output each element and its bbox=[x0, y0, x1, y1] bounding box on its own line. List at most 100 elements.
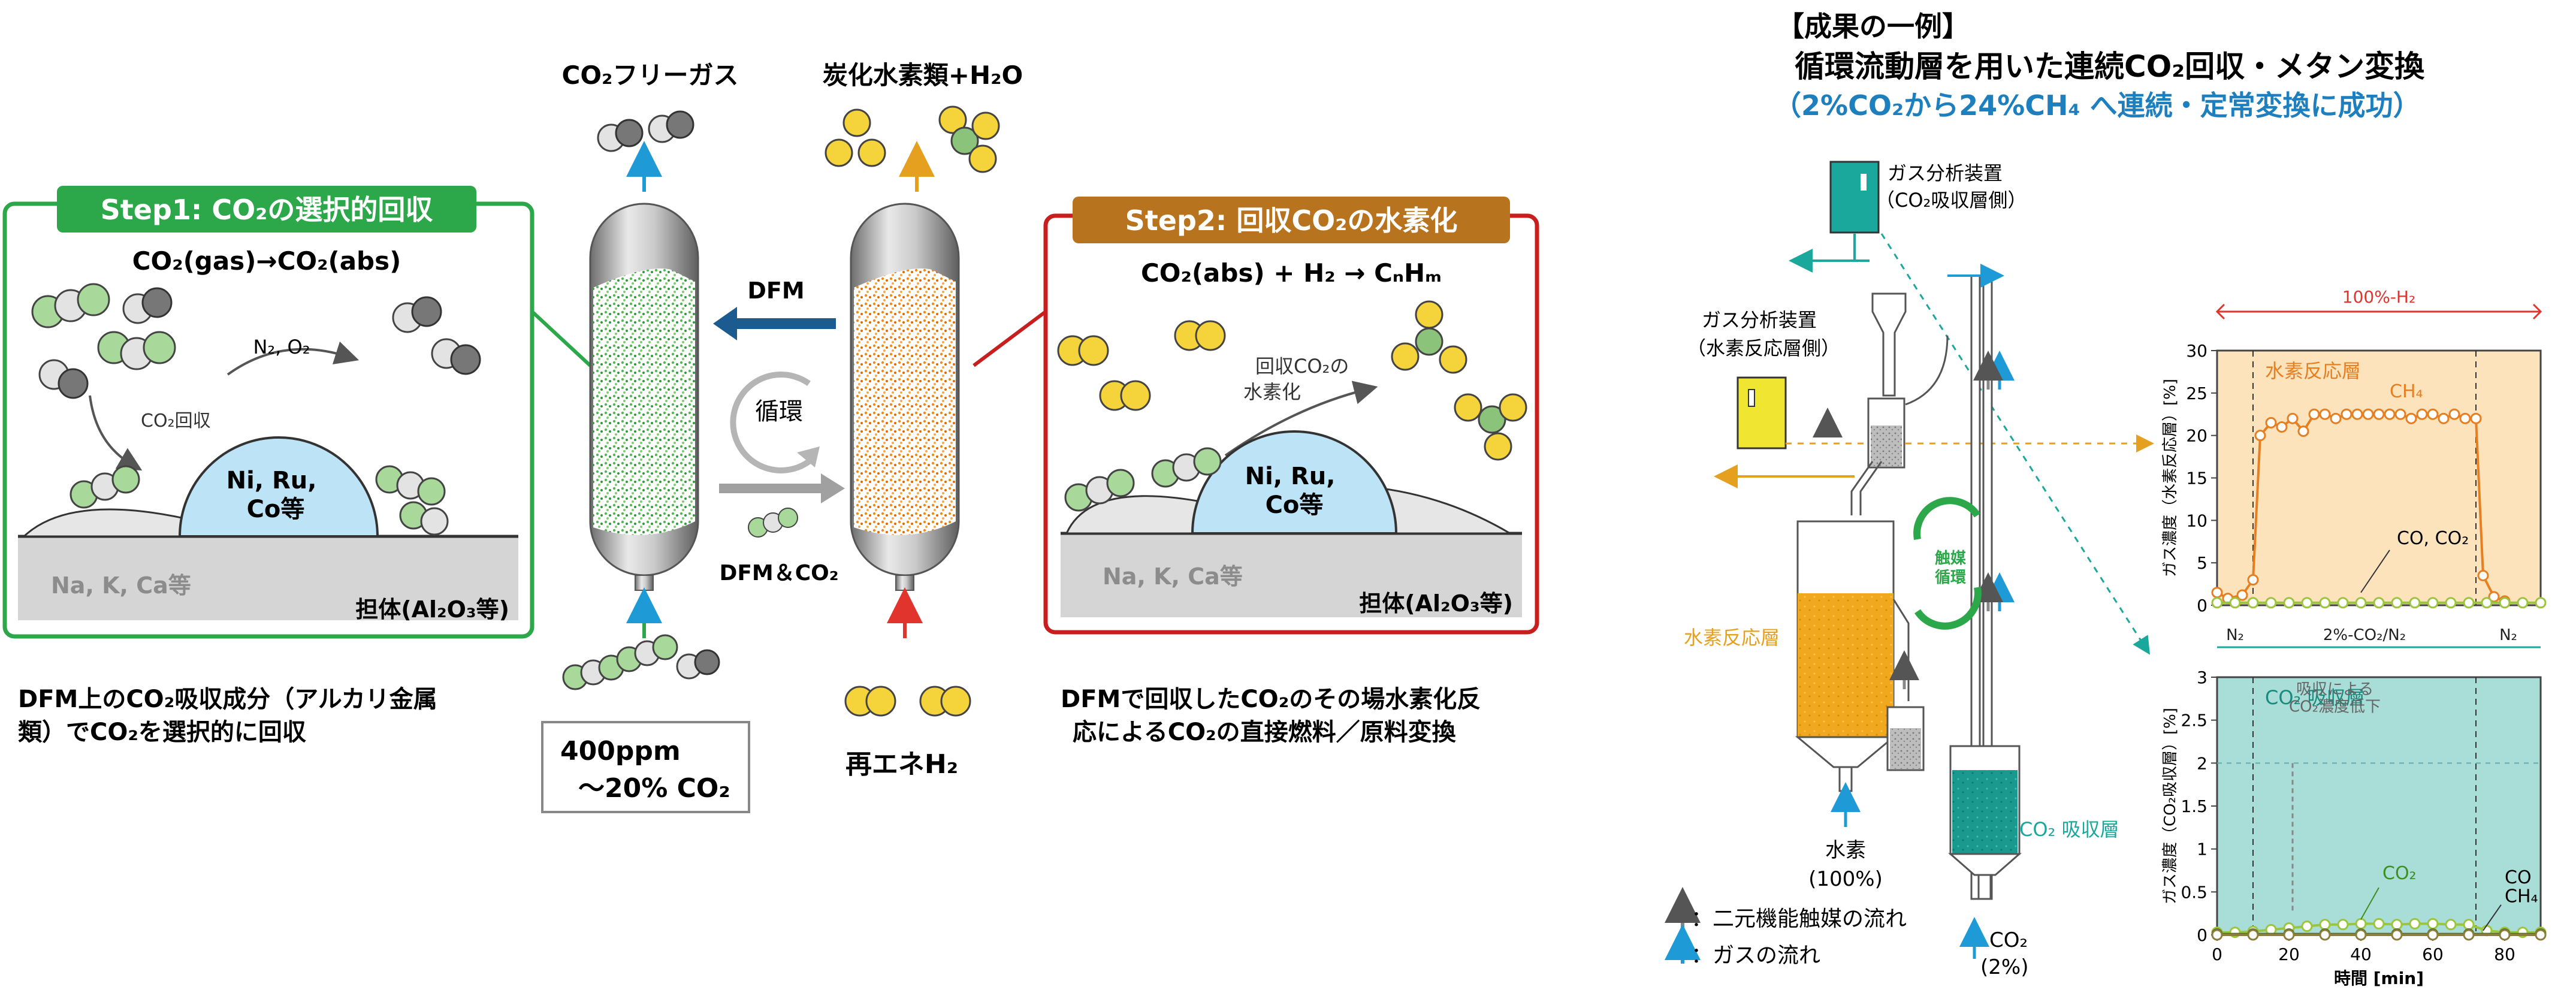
step2-catalyst-particle bbox=[1191, 430, 1398, 535]
absorption-note-line2: CO₂濃度低下 bbox=[2289, 698, 2381, 716]
data-point bbox=[2427, 597, 2439, 609]
data-point bbox=[2351, 408, 2363, 420]
step2-support-label: 担体(Al₂O₃等) bbox=[1359, 590, 1513, 617]
data-point bbox=[2427, 929, 2439, 941]
data-point bbox=[2254, 430, 2266, 442]
co2-bed bbox=[1952, 770, 2018, 854]
step1-equation: CO₂(gas)→CO₂(abs) bbox=[132, 246, 401, 276]
data-point bbox=[2463, 929, 2475, 941]
results-title: 循環流動層を用いた連続CO₂回収・メタン変換 bbox=[1795, 49, 2425, 84]
data-point bbox=[2384, 408, 2396, 420]
data-point bbox=[2463, 919, 2475, 931]
orange-catalyst-bed bbox=[854, 268, 956, 535]
data-point bbox=[2211, 929, 2223, 941]
step2-catalyst-label: Ni, Ru, Co等 bbox=[1245, 463, 1344, 519]
results-subtitle: （2%CO₂から24%CH₄ へ連続・定常変換に成功） bbox=[1774, 89, 2421, 122]
y-tick-label: 1 bbox=[2197, 840, 2207, 859]
h2-feed-molecules bbox=[844, 686, 971, 717]
step2-title-box bbox=[1073, 197, 1510, 243]
data-point bbox=[2427, 917, 2439, 929]
co2-molecule-cluster bbox=[31, 283, 176, 399]
data-point bbox=[2499, 929, 2511, 941]
data-point bbox=[2373, 917, 2385, 929]
data-point bbox=[2211, 597, 2223, 609]
dfm-co2-molecules bbox=[748, 508, 798, 538]
step2-title: Step2: 回収CO₂の水素化 bbox=[1125, 204, 1458, 237]
absorption-note-line1: 吸収による bbox=[2296, 681, 2373, 699]
data-point bbox=[2283, 929, 2295, 941]
results-heading: 【成果の一例】 bbox=[1777, 10, 1970, 43]
step1-catalyst-line2: Co等 bbox=[247, 496, 305, 523]
analyzer-h2-line2: （水素反応層側） bbox=[1687, 337, 1840, 360]
step2-catalyst-line1: Ni, Ru, bbox=[1245, 463, 1336, 490]
feed-line1: 400ppm bbox=[560, 736, 681, 766]
analyzer-h2-line1: ガス分析装置 bbox=[1702, 309, 1817, 331]
data-point bbox=[2445, 597, 2457, 609]
data-point bbox=[2373, 408, 2385, 420]
panel-label: CO₂ 吸収層 bbox=[2265, 686, 2365, 709]
x-tick-label: 40 bbox=[2350, 944, 2372, 964]
hydrogen-bed-label: 水素反応層 bbox=[1684, 626, 1780, 649]
n2-o2-label: N₂, O₂ bbox=[253, 336, 310, 358]
x-tick-label: 60 bbox=[2422, 944, 2444, 964]
series-label-leader bbox=[2360, 887, 2379, 920]
y-tick-label: 25 bbox=[2186, 384, 2207, 403]
step2-alkali-label: Na, K, Ca等 bbox=[1103, 563, 1243, 590]
data-point bbox=[2499, 597, 2511, 609]
y-tick-label: 15 bbox=[2186, 469, 2207, 488]
hydrogenation-arrow bbox=[1224, 381, 1378, 457]
series-label-co: CO bbox=[2505, 867, 2532, 888]
x-axis-label: 時間 [min] bbox=[2334, 968, 2424, 988]
step1-title-box bbox=[57, 186, 476, 233]
step2-adsorbed-co2 bbox=[1064, 447, 1222, 512]
gas-phase-label: N₂ bbox=[2499, 626, 2517, 644]
data-point bbox=[2308, 408, 2320, 420]
step2-catalyst-line2: Co等 bbox=[1266, 491, 1324, 519]
data-point bbox=[2355, 917, 2367, 929]
analyzer-h2-icon bbox=[1737, 376, 1787, 449]
catalyst-circ-line2: 循環 bbox=[1935, 569, 1967, 587]
co2-capture-label: CO₂回収 bbox=[141, 411, 211, 431]
data-point bbox=[2337, 919, 2349, 931]
step1-connector bbox=[530, 310, 592, 367]
data-point bbox=[2470, 412, 2482, 424]
data-point bbox=[2319, 919, 2331, 931]
analyzer-co2-line2: （CO₂吸収層側） bbox=[1876, 189, 2027, 212]
data-point bbox=[2319, 929, 2331, 941]
co2-capture-arrow bbox=[89, 395, 143, 471]
series-label-leader bbox=[2483, 904, 2502, 931]
data-point bbox=[2236, 589, 2248, 601]
step1-catalyst-label: Ni, Ru, Co等 bbox=[227, 467, 325, 523]
data-point bbox=[2373, 597, 2385, 609]
hydrocarbon-outlet-molecules bbox=[825, 105, 1000, 173]
step1-support-label: 担体(Al₂O₃等) bbox=[355, 596, 509, 623]
methane-molecules bbox=[1391, 300, 1527, 461]
n2-outlet-molecules bbox=[597, 110, 694, 152]
series-label-co-co2: CO, CO₂ bbox=[2397, 528, 2469, 549]
hydrogen-bed bbox=[1798, 593, 1894, 737]
data-point bbox=[2362, 408, 2374, 420]
plot-area bbox=[2216, 676, 2542, 936]
reactor-section: CO₂フリーガス 炭化水素類+H₂O DFM bbox=[541, 61, 1023, 813]
y-tick-label: 2.5 bbox=[2181, 711, 2207, 731]
step1-panel: Step1: CO₂の選択的回収 CO₂(gas)→CO₂(abs) N₂, O… bbox=[2, 186, 534, 746]
x-tick-label: 80 bbox=[2494, 944, 2515, 964]
step2-equation: CO₂(abs) + H₂ → CₙHₘ bbox=[1141, 258, 1442, 288]
series-label-ch4: CH₄ bbox=[2505, 886, 2538, 907]
data-point bbox=[2391, 919, 2403, 931]
x-tick-label: 0 bbox=[2212, 944, 2222, 964]
y-tick-label: 5 bbox=[2197, 553, 2207, 573]
y-tick-label: 3 bbox=[2197, 668, 2207, 687]
step2-support-layer bbox=[1061, 533, 1522, 617]
data-point bbox=[2463, 597, 2475, 609]
y-axis-label: ガス濃度（CO₂吸収層）[%] bbox=[2161, 708, 2179, 904]
step1-alkali-label: Na, K, Ca等 bbox=[51, 572, 191, 599]
series-label-ch4: CH₄ bbox=[2390, 381, 2423, 402]
data-point bbox=[2535, 597, 2547, 609]
step2-desc-line2: 応によるCO₂の直接燃料／原料変換 bbox=[1073, 719, 1457, 746]
data-point bbox=[2341, 408, 2352, 420]
data-point bbox=[2535, 929, 2547, 941]
circulation-label: 循環 bbox=[755, 398, 803, 425]
data-point bbox=[2409, 917, 2421, 929]
